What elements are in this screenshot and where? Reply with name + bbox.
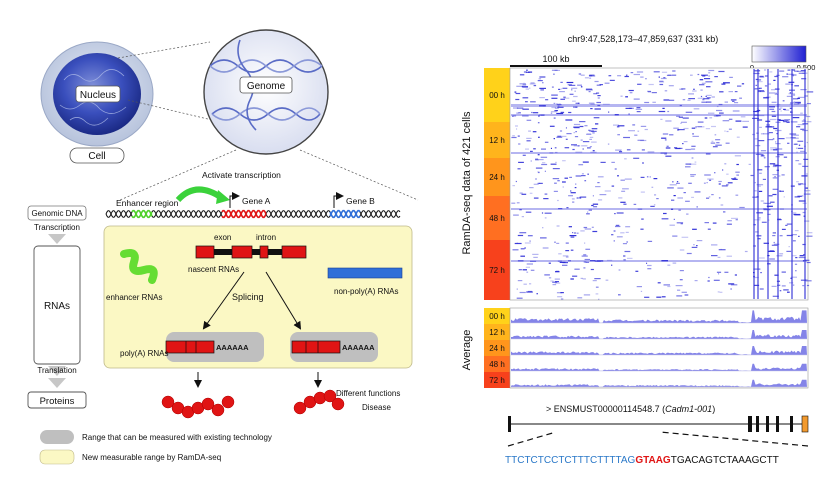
cell-label: Cell bbox=[88, 151, 105, 162]
activation-arrowhead bbox=[216, 190, 230, 204]
exon-label: exon bbox=[214, 233, 231, 242]
average-timepoint-label: 48 h bbox=[489, 360, 505, 369]
splicing-arrow-right bbox=[265, 271, 302, 330]
colorbar bbox=[751, 45, 807, 63]
cells-axis-label: RamDA-seq data of 421 cells bbox=[461, 111, 473, 255]
timepoint-label: 00 h bbox=[489, 91, 505, 100]
existing-tech-range-1 bbox=[166, 332, 264, 362]
average-timepoint-band-3 bbox=[484, 356, 510, 372]
ramda-seq-heatmap-panel: chr9:47,528,173–47,859,637 (331 kb) 0 0.… bbox=[461, 34, 815, 466]
enhancer-rna-shape bbox=[120, 249, 158, 284]
timepoint-band-0 bbox=[484, 68, 510, 122]
biology-schematic: Nucleus Cell Genome Activate tran bbox=[27, 29, 419, 465]
enhancer-region-dna bbox=[131, 209, 153, 219]
legend-gray-label: Range that can be measured with existing… bbox=[82, 433, 272, 442]
transcription-label: Transcription bbox=[34, 223, 80, 232]
gene-a-tss-arrow bbox=[229, 192, 240, 208]
timepoint-bands-cells: 00 h 12 h 24 h 48 h 72 h bbox=[484, 68, 510, 300]
genomic-dna-box bbox=[27, 205, 87, 221]
transcript-model bbox=[508, 415, 809, 433]
translation-arrow-top bbox=[48, 366, 66, 376]
colorbar-min-label: 0 bbox=[750, 63, 754, 72]
scalebar-label: 100 kb bbox=[542, 54, 569, 64]
average-timepoint-band-2 bbox=[484, 340, 510, 356]
timepoint-band-3 bbox=[484, 196, 510, 240]
activate-transcription-label: Activate transcription bbox=[202, 170, 281, 180]
nucleus-label: Nucleus bbox=[80, 90, 116, 101]
average-axis-label: Average bbox=[461, 330, 473, 371]
cell-illustration: Nucleus Cell bbox=[40, 41, 154, 164]
rnas-label: RNAs bbox=[44, 301, 70, 312]
timepoint-label: 24 h bbox=[489, 173, 505, 182]
splice-site-sequence: TTCTCTCCTCTTTCTTTTAGGTAAGTGACAGTCTAAAGCT… bbox=[505, 455, 779, 466]
genome-illustration: Genome bbox=[203, 29, 329, 155]
genomic-dna-label: Genomic DNA bbox=[31, 209, 83, 218]
timepoint-band-4 bbox=[484, 240, 510, 300]
legend-gray-swatch bbox=[40, 430, 74, 444]
average-timepoint-label: 12 h bbox=[489, 328, 505, 337]
colorbar-max-label: 0.500 bbox=[797, 63, 816, 72]
transcript-label: > ENSMUST00000114548.7 (Cadm1-001) bbox=[546, 404, 715, 414]
non-polya-rnas-label: non-poly(A) RNAs bbox=[334, 287, 398, 296]
polya-tail-1: AAAAAA bbox=[216, 343, 249, 352]
rnas-box bbox=[33, 245, 81, 365]
gene-a-dna bbox=[221, 209, 267, 219]
polya-tail-2: AAAAAA bbox=[342, 343, 375, 352]
average-timepoint-band-4 bbox=[484, 372, 510, 388]
translation-arrow bbox=[48, 378, 66, 388]
timepoint-band-1 bbox=[484, 122, 510, 158]
different-functions-label: Different functions bbox=[336, 389, 400, 398]
activation-arrow bbox=[175, 186, 224, 203]
transcription-arrow bbox=[48, 234, 66, 244]
cell-label-box bbox=[69, 147, 125, 164]
genome-label-box bbox=[239, 76, 293, 94]
dna-helix-drawing bbox=[209, 39, 323, 131]
protein-chain-2 bbox=[293, 389, 345, 415]
cell-heatmap bbox=[511, 69, 814, 300]
average-timepoint-band-0 bbox=[484, 308, 510, 324]
gene-b-label: Gene B bbox=[346, 196, 375, 206]
dna-strand bbox=[105, 209, 401, 219]
nascent-rna-shape bbox=[195, 245, 307, 259]
enhancer-rnas-label: enhancer RNAs bbox=[106, 293, 162, 302]
gene-b-tss-arrow bbox=[333, 192, 344, 208]
protein-chain-1 bbox=[161, 395, 235, 419]
splicing-label: Splicing bbox=[232, 292, 264, 302]
translation-label: Translation bbox=[37, 366, 76, 375]
disease-label: Disease bbox=[362, 403, 391, 412]
polya-rna-1 bbox=[165, 340, 215, 354]
average-timepoint-label: 24 h bbox=[489, 344, 505, 353]
average-timepoint-label: 00 h bbox=[489, 312, 505, 321]
intron-label: intron bbox=[256, 233, 276, 242]
timepoint-label: 12 h bbox=[489, 136, 505, 145]
polya-rnas-label: poly(A) RNAs bbox=[120, 349, 168, 358]
non-polya-rna-shape bbox=[327, 267, 403, 279]
proteins-label: Proteins bbox=[40, 396, 75, 407]
polya-rna-2 bbox=[291, 340, 341, 354]
gene-b-dna bbox=[329, 209, 361, 219]
zoom-lines bbox=[117, 41, 419, 201]
sequence-zoom-lines bbox=[507, 431, 809, 447]
genome-label: Genome bbox=[247, 81, 286, 92]
nucleus-label-box bbox=[75, 85, 121, 103]
legend-yellow-swatch bbox=[39, 449, 75, 465]
average-timepoint-band-1 bbox=[484, 324, 510, 340]
timepoint-label: 72 h bbox=[489, 266, 505, 275]
average-tracks bbox=[511, 310, 807, 388]
gene-a-label: Gene A bbox=[242, 196, 271, 206]
average-timepoint-label: 72 h bbox=[489, 376, 505, 385]
locus-label: chr9:47,528,173–47,859,637 (331 kb) bbox=[568, 34, 719, 44]
enhancer-region-label: Enhancer region bbox=[116, 198, 179, 208]
legend-yellow-label: New measurable range by RamDA-seq bbox=[82, 453, 221, 462]
nascent-rnas-label: nascent RNAs bbox=[188, 265, 239, 274]
timepoint-band-2 bbox=[484, 158, 510, 196]
splicing-arrow-left bbox=[202, 271, 245, 330]
proteins-box bbox=[27, 391, 87, 409]
timepoint-label: 48 h bbox=[489, 214, 505, 223]
timepoint-bands-average: 00 h 12 h 24 h 48 h 72 h bbox=[484, 308, 510, 388]
